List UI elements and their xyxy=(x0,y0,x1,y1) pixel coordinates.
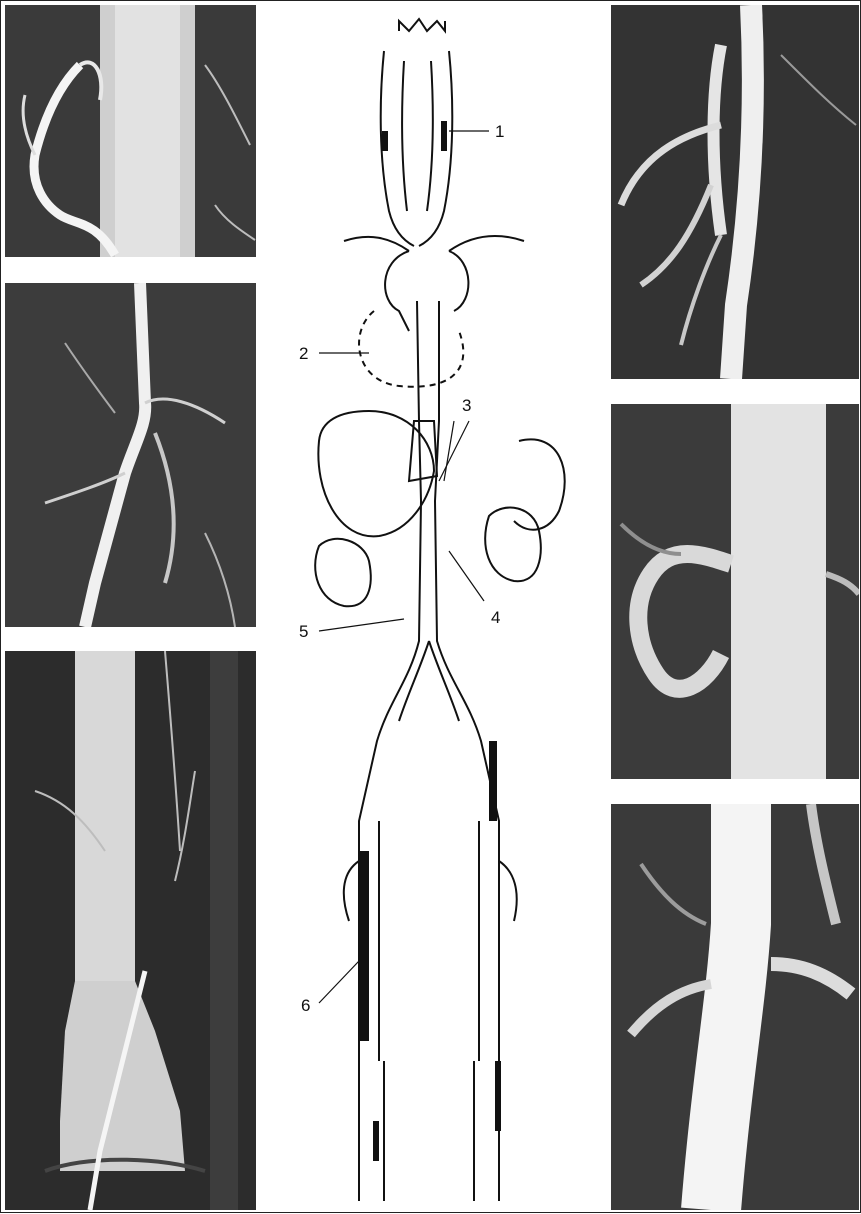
angiogram-panel-middle-left xyxy=(5,283,256,627)
callout-1: 1 xyxy=(495,122,504,141)
callout-4: 4 xyxy=(491,608,500,627)
angiogram-panel-top-right xyxy=(611,5,859,379)
callout-3: 3 xyxy=(462,396,471,415)
arterial-schematic-diagram: 1 2 3 4 5 6 xyxy=(259,1,607,1214)
callout-6: 6 xyxy=(301,996,310,1015)
angiogram-panel-middle-right xyxy=(611,404,859,779)
callout-5: 5 xyxy=(299,622,308,641)
angiogram-panel-bottom-right xyxy=(611,804,859,1210)
callout-2: 2 xyxy=(299,344,308,363)
angiogram-panel-top-left xyxy=(5,5,256,257)
angiogram-panel-bottom-left xyxy=(5,651,256,1210)
